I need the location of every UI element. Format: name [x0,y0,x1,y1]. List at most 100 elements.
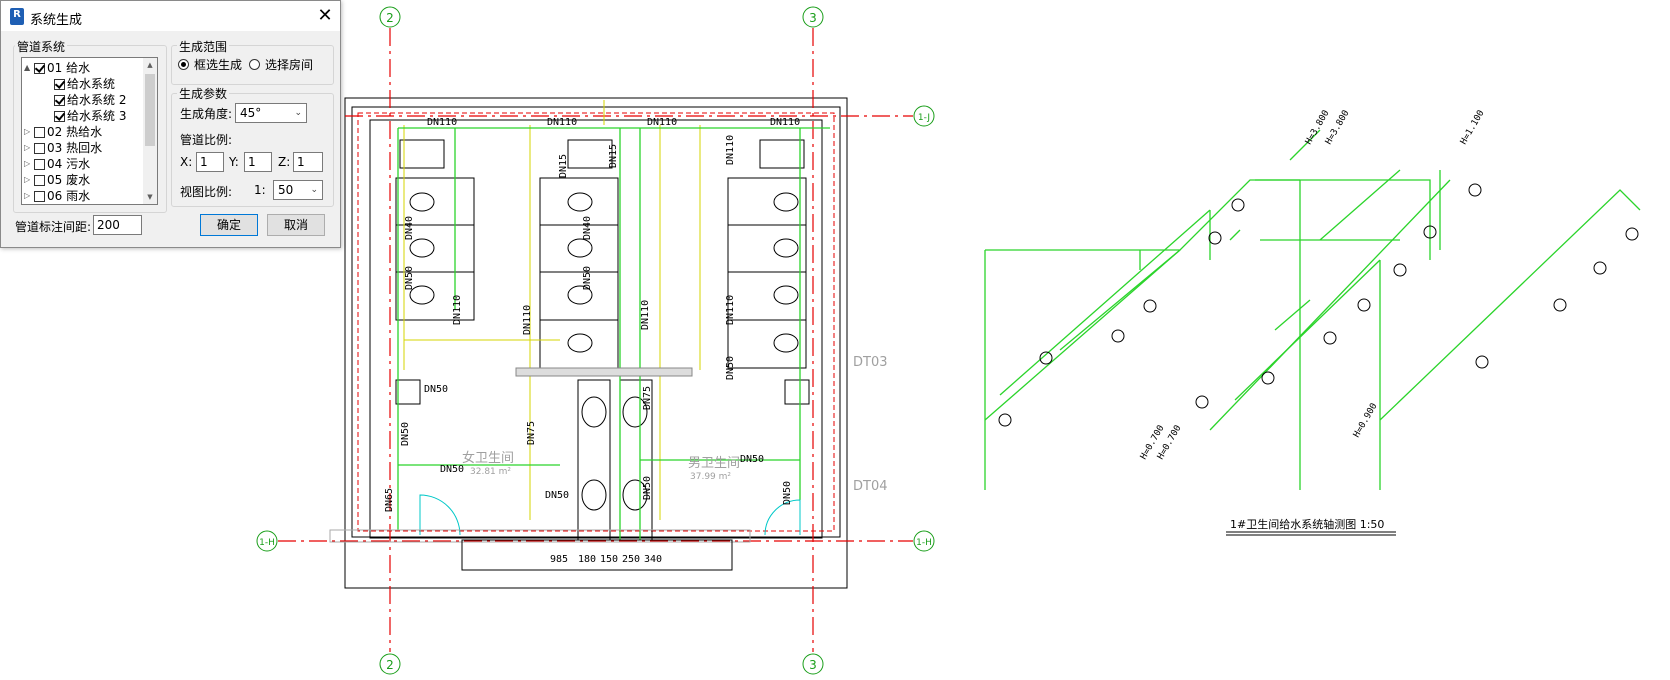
grid-bubble-bottom-3: 3 [809,658,817,672]
x-scale-input[interactable]: 1 [196,152,224,172]
pipe-label: DN110 [647,117,677,128]
room-name-women: 女卫生间 [462,450,514,466]
tree-item-checkbox[interactable] [34,63,45,74]
dialog-title: 系统生成 [30,13,83,28]
room-area-women: 32.81 m² [470,467,511,477]
expand-toggle-icon[interactable]: ▲ [24,63,31,72]
tree-item[interactable]: ▲ 01 给水 [24,60,90,76]
ok-button[interactable]: 确定 [200,214,258,236]
view-scale-label: 视图比例: [180,185,233,199]
range-group [171,45,334,85]
tree-item-checkbox[interactable] [54,95,65,106]
tree-item[interactable]: 给水系统 [44,76,115,92]
tree-item[interactable]: ▷04 污水 [24,156,90,172]
y-scale-input[interactable]: 1 [244,152,272,172]
grid-bubble-right-1j: 1-J [918,113,930,123]
pipe-label: DN75 [642,386,653,410]
pipe-system-group [13,45,167,213]
tree-item-label: 06 雨水 [47,189,91,203]
pipe-label: DN15 [608,144,619,168]
dim-label: 340 [644,554,662,565]
tree-item[interactable]: ▷ 06 雨水 [24,188,90,204]
pipe-label: DN50 [400,422,411,446]
expand-toggle-icon[interactable]: ▷ [24,175,31,184]
grid-bubble-right-1h: 1-H [916,538,932,548]
close-icon[interactable]: ✕ [317,5,333,26]
radio-select-room[interactable] [249,59,260,70]
pipe-label: DN40 [582,216,593,240]
pipe-label: DN50 [725,356,736,380]
tree-item-checkbox[interactable] [34,143,45,154]
tree-item-checkbox[interactable] [34,127,45,138]
expand-toggle-icon[interactable]: ▷ [24,191,31,200]
grid-bubble-bottom-2: 2 [386,658,394,672]
pipe-label: DN110 [522,305,533,335]
isometric-diagram [984,129,1641,490]
elevation-label: H=0.900 [1352,402,1380,440]
isometric-fixtures [998,183,1639,427]
scrollbar-thumb[interactable] [145,74,155,146]
z-scale-input[interactable]: 1 [293,152,323,172]
tree-item[interactable]: 给水系统 3 [44,108,126,124]
tree-item-label: 05 废水 [47,173,91,187]
cancel-button[interactable]: 取消 [267,214,325,236]
pipe-label: DN50 [740,454,764,465]
shaft-label-dt03: DT03 [853,355,888,370]
spacing-label: 管道标注间距: [15,220,92,234]
radio-select-room-label[interactable]: 选择房间 [265,58,314,72]
floor-plan [256,6,935,675]
pipe-label: DN40 [404,216,415,240]
tree-item-checkbox[interactable] [54,79,65,90]
tree-item-checkbox[interactable] [34,159,45,170]
pipe-label: DN110 [770,117,800,128]
tree-scrollbar[interactable]: ▲ ▼ [143,58,157,204]
angle-select[interactable]: 45° ⌄ [235,103,307,123]
shaft-label-dt04: DT04 [853,479,888,494]
grid-bubble-top-3: 3 [809,11,817,25]
params-group [171,93,334,207]
tree-item[interactable]: 给水系统 2 [44,92,126,108]
expand-toggle-icon[interactable]: ▷ [24,127,31,136]
pipe-system-group-label: 管道系统 [15,38,68,55]
radio-box-select[interactable] [178,59,189,70]
tree-item[interactable]: ▷ 05 废水 [24,172,90,188]
isometric-caption: 1#卫生间给水系统轴测图 1:50 [1230,517,1384,531]
tree-item-label: 02 热给水 [47,125,103,139]
tree-item-checkbox[interactable] [34,191,45,202]
tree-item[interactable]: ▷ 03 热回水 [24,140,102,156]
pipe-label: DN50 [582,266,593,290]
tree-item[interactable]: ▷ 02 热给水 [24,124,102,140]
expand-toggle-icon[interactable]: ▷ [24,159,31,168]
pipe-label: DN110 [640,300,651,330]
view-scale-select[interactable]: 50 ⌄ [273,180,323,200]
pipe-label: DN50 [404,266,415,290]
tree-item-label: 给水系统 2 [67,93,127,107]
tree-item-label: 03 热回水 [47,141,103,155]
dim-label: 150 [600,554,618,565]
room-area-men: 37.99 m² [690,472,731,482]
pipe-label: DN50 [424,384,448,395]
radio-box-select-label[interactable]: 框选生成 [194,58,243,72]
pipe-label: DN50 [440,464,464,475]
pipe-label: DN110 [547,117,577,128]
expand-toggle-icon[interactable]: ▷ [24,143,31,152]
tree-item-label: 01 给水 [47,61,91,75]
pipe-label: DN110 [427,117,457,128]
z-label: Z: [278,155,291,169]
scroll-down-icon[interactable]: ▼ [147,193,153,201]
tree-item-checkbox[interactable] [54,111,65,122]
scroll-up-icon[interactable]: ▲ [147,61,153,69]
angle-label: 生成角度: [180,107,233,121]
chevron-down-icon: ⌄ [310,185,318,195]
pipe-label: DN50 [545,490,569,501]
dialog-titlebar: R 系统生成 ✕ [1,1,340,31]
tree-item-checkbox[interactable] [34,175,45,186]
dim-label: 985 [550,554,568,565]
grid-bubble-left-1h: 1-H [259,538,275,548]
dim-label: 180 [578,554,596,565]
spacing-input[interactable]: 200 [93,215,142,235]
chevron-down-icon: ⌄ [294,108,302,118]
y-label: Y: [229,155,239,169]
